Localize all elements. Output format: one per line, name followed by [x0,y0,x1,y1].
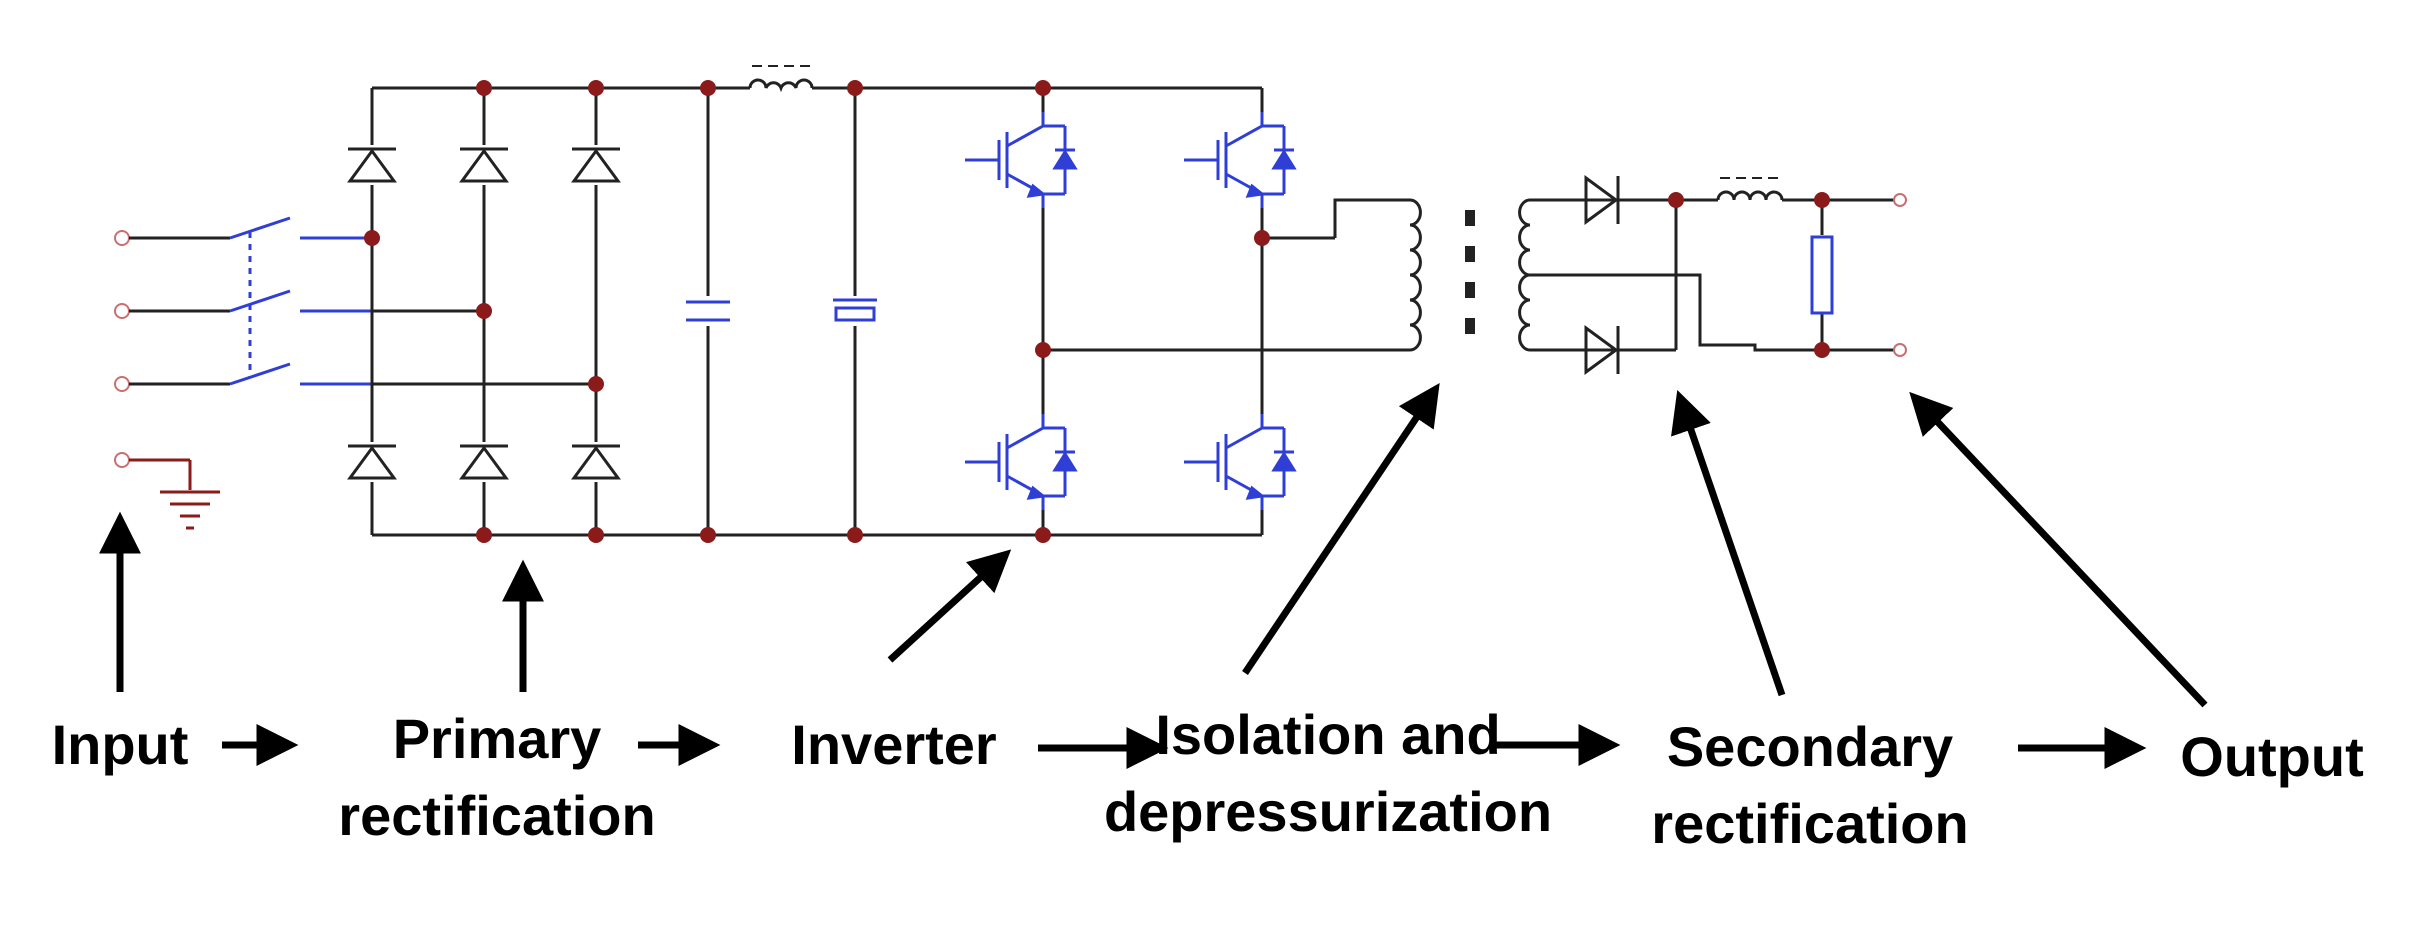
junction-node [1254,230,1270,246]
transformer-icon [1333,198,1670,352]
igbt-icon [953,112,1078,208]
label-input: Input [51,713,189,776]
junction-node [588,376,604,392]
label-primary-rectification: Primary rectification [338,707,656,848]
junction-node [364,230,380,246]
label-output: Output [2180,725,2364,788]
label-isolation-and-depressurization: Isolation and depressurization [1103,703,1553,844]
electrolytic-capacitor-icon [833,296,877,326]
junction-node [1814,192,1830,208]
dc-link [706,88,857,535]
junction-node [1814,342,1830,358]
junction-node [476,80,492,96]
igbt-icon [1172,112,1297,208]
junction-node [1035,80,1051,96]
junction-node [1035,342,1051,358]
arrow-to-inverter [887,549,1012,663]
junction-node [700,527,716,543]
input-section [114,216,372,530]
junction-node [1035,527,1051,543]
junction-node [476,527,492,543]
label-inverter: Inverter [791,713,997,776]
diode-icon [571,442,621,482]
arrow-to-transformer [1242,383,1440,675]
arrow-to-output [1909,391,2208,708]
igbt-icon [1172,414,1297,510]
diode-icon [459,442,509,482]
junction-node [588,527,604,543]
ground-icon [160,460,220,530]
junction-node [700,80,716,96]
label-secondary-rectification: Secondary rectification [1651,715,1969,856]
junction-node [588,80,604,96]
inductor-icon [748,65,814,96]
diode-icon [571,145,621,185]
igbt-icon [953,414,1078,510]
junction-node [476,303,492,319]
diode-icon [347,145,397,185]
junction-node [1668,192,1684,208]
igbt-icons [953,112,1297,510]
switch-icon [229,216,372,386]
junction-node [847,527,863,543]
capacitor-icon [686,296,730,326]
arrow-to-secondary [1671,390,1786,697]
arrows [99,383,2208,769]
resistor-icon [1810,235,1834,315]
diode-icon [459,145,509,185]
diode-icon [347,442,397,482]
junction-nodes [364,80,1830,543]
junction-node [847,80,863,96]
output-terminal-icons [1893,193,1907,357]
secondary-rectifier [1590,198,1895,352]
output-inductor-icon [1716,177,1784,201]
